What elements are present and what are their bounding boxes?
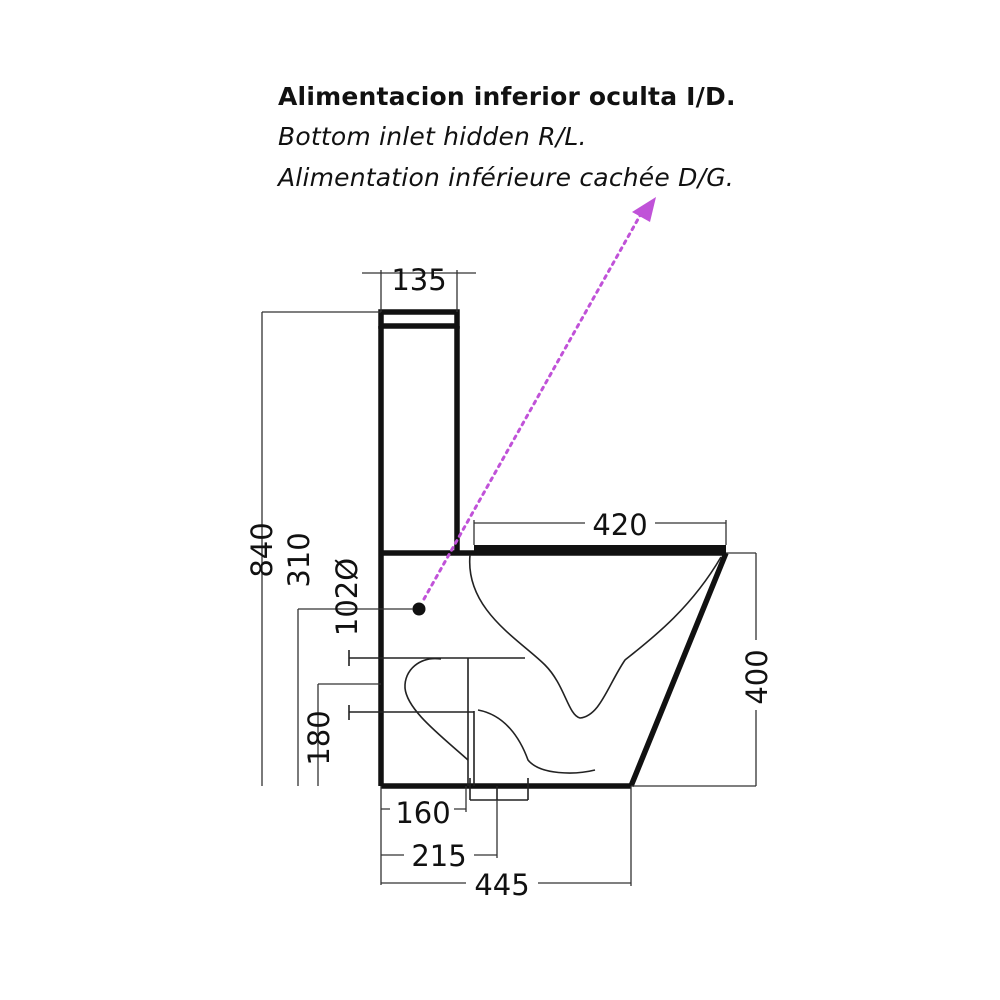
- inlet-arrow-head: [632, 197, 656, 222]
- trap-outer-curve: [477, 709, 596, 774]
- seat-plate: [474, 545, 726, 554]
- dimension-total-height-label: 840: [245, 522, 279, 577]
- internal-trapway: [348, 554, 722, 801]
- dimension-outlet-distance-b-label: 215: [411, 839, 466, 873]
- bowl-front-line: [628, 551, 729, 788]
- inlet-point: [412, 602, 426, 616]
- dimension-outlet-diameter: 102Ø: [330, 558, 364, 636]
- inlet-arrow-line: [422, 210, 644, 601]
- dimension-inlet-height: 310: [282, 532, 413, 786]
- dimension-bowl-height: 400: [631, 552, 774, 787]
- dimension-outlet-distance-b: 215: [381, 800, 498, 873]
- tank-lid: [378, 309, 460, 329]
- dimension-bowl-depth: 420: [473, 508, 727, 545]
- dimension-outlet-height: 180: [302, 683, 381, 786]
- caption-spanish: Alimentacion inferior oculta I/D.: [278, 82, 736, 111]
- dimension-bowl-height-label: 400: [740, 649, 774, 704]
- dimension-total-depth-label: 445: [474, 868, 529, 902]
- caption-french: Alimentation inférieure cachée D/G.: [278, 163, 734, 192]
- dimension-tank-depth: 135: [362, 263, 476, 312]
- dimension-outlet-diameter-label: 102Ø: [330, 558, 364, 636]
- dimension-total-height: 840: [245, 311, 381, 786]
- dimension-inlet-height-label: 310: [282, 532, 316, 587]
- dimension-total-depth: 445: [381, 786, 632, 902]
- trap-inner-curve: [404, 657, 469, 761]
- dimension-tank-depth-label: 135: [391, 263, 446, 297]
- dimension-outlet-height-label: 180: [302, 710, 336, 765]
- bowl-inner-curve: [469, 554, 722, 719]
- inlet-pointer: [412, 197, 656, 616]
- caption-english: Bottom inlet hidden R/L.: [278, 122, 587, 151]
- dimension-outlet-distance-a: 160: [380, 786, 467, 885]
- dimension-bowl-depth-label: 420: [592, 508, 647, 542]
- dimension-outlet-distance-a-label: 160: [395, 796, 450, 830]
- toilet-outline: [378, 309, 729, 789]
